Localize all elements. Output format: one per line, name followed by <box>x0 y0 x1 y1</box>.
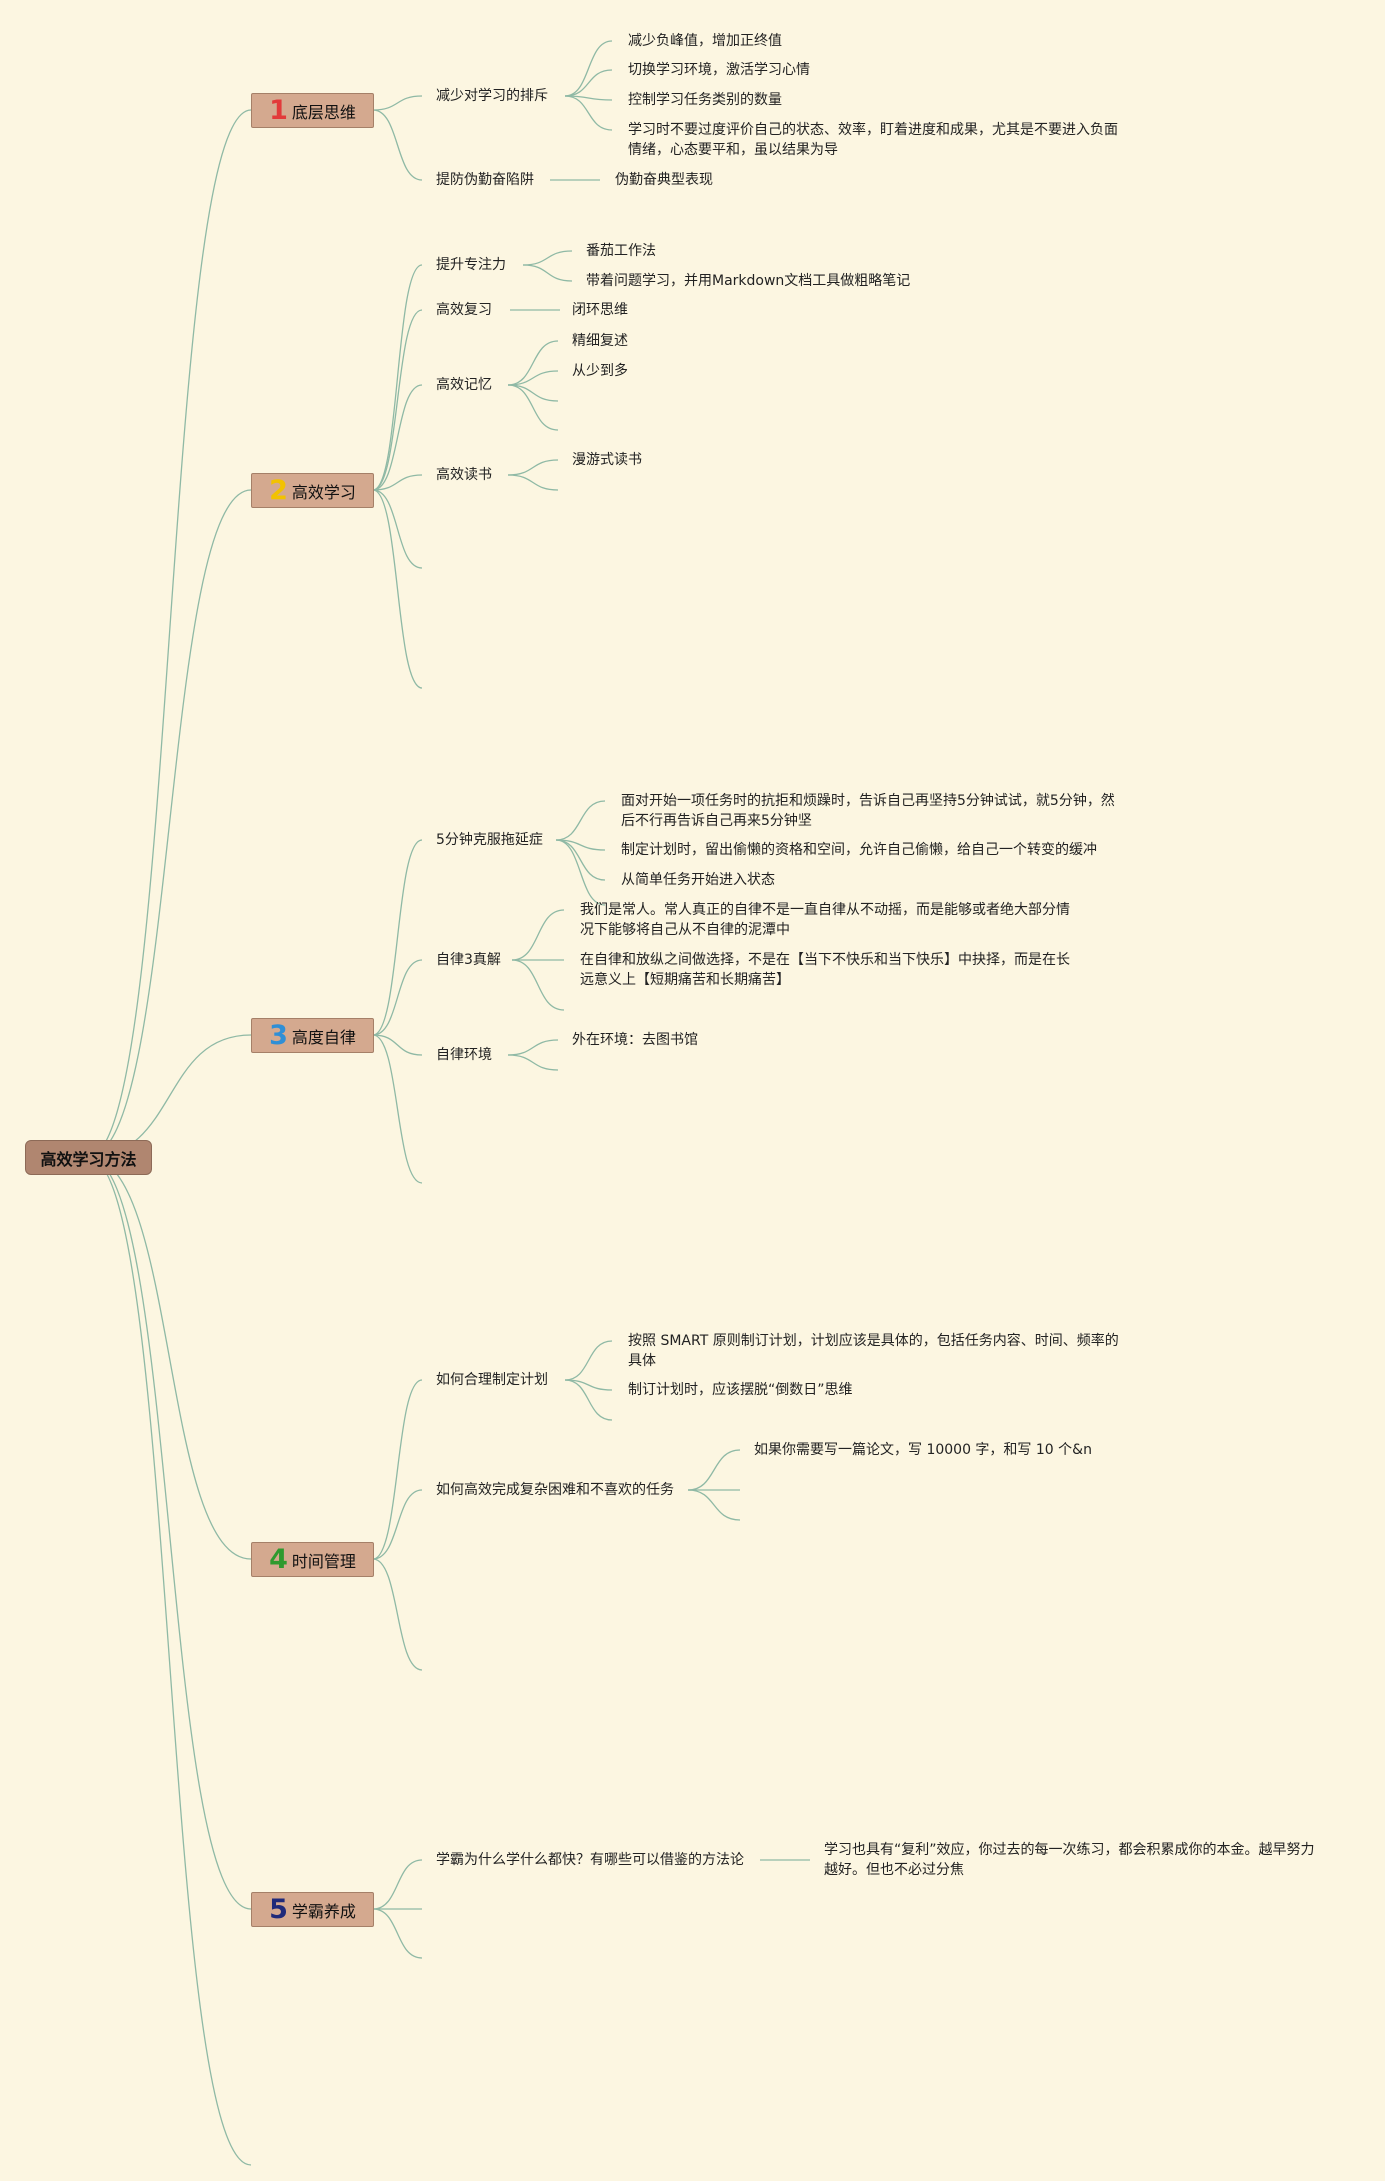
topic-4-1[interactable]: 如何合理制定计划 <box>436 1372 548 1388</box>
leaf-3-2-1[interactable]: 我们是常人。常人真正的自律不是一直自律从不动摇，而是能够或者绝大部分情况下能够将… <box>580 902 1070 938</box>
connector-12 <box>564 95 613 131</box>
topic-3-3[interactable]: 自律环境 <box>436 1047 492 1063</box>
leaf-4-1-1[interactable]: 按照 SMART 原则制订计划，计划应该是具体的，包括任务内容、时间、频率的具体 <box>628 1333 1119 1369</box>
branch-number-1: 1 <box>269 95 288 126</box>
leaf-3-2-2[interactable]: 在自律和放纵之间做选择，不是在【当下不快乐和当下快乐】中抉择，而是在长远意义上【… <box>580 952 1070 988</box>
branch-number-4: 4 <box>269 1544 288 1575</box>
leaf-5-1-1[interactable]: 学习也具有“复利”效应，你过去的每一次练习，都会积累成你的本金。越早努力越好。但… <box>824 1842 1315 1878</box>
leaf-3-1-3[interactable]: 从简单任务开始进入状态 <box>621 872 775 888</box>
leaf-2-1-2[interactable]: 带着问题学习，并用Markdown文档工具做粗略笔记 <box>586 273 911 289</box>
connector-47 <box>564 1379 613 1421</box>
topic-2-4[interactable]: 高效读书 <box>436 467 492 483</box>
connector-14 <box>372 264 423 491</box>
connector-10 <box>564 69 613 97</box>
connector-33 <box>555 800 606 841</box>
connector-19 <box>372 489 423 689</box>
connector-40 <box>507 1039 559 1056</box>
connector-31 <box>372 1034 423 1056</box>
topic-3-1[interactable]: 5分钟克服拖延症 <box>436 832 543 848</box>
connector-43 <box>372 1489 423 1560</box>
topic-3-2[interactable]: 自律3真解 <box>436 952 501 968</box>
leaf-2-2-1[interactable]: 闭环思维 <box>572 302 628 318</box>
leaf-1-1-1[interactable]: 减少负峰值，增加正终值 <box>628 33 782 49</box>
leaf-2-4-1[interactable]: 漫游式读书 <box>572 452 642 468</box>
connector-50 <box>687 1489 741 1521</box>
branch-label-2: 高效学习 <box>291 482 356 502</box>
leaf-4-2-1[interactable]: 如果你需要写一篇论文，写 10000 字，和写 10 个&n <box>754 1442 1092 1458</box>
connector-25 <box>507 384 559 402</box>
branch-label-5: 学霸养成 <box>291 1901 356 1921</box>
leaf-2-3-2[interactable]: 从少到多 <box>572 363 628 379</box>
connector-24 <box>507 370 559 386</box>
connector-16 <box>372 384 423 491</box>
topic-1-1[interactable]: 减少对学习的排斥 <box>436 88 548 104</box>
branch-label-4: 时间管理 <box>291 1551 356 1571</box>
leaf-2-3-1[interactable]: 精细复述 <box>572 333 628 349</box>
topic-2-2[interactable]: 高效复习 <box>436 302 492 318</box>
connector-45 <box>564 1340 613 1381</box>
leaf-4-1-2[interactable]: 制订计划时，应该摆脱“倒数日”思维 <box>628 1382 853 1398</box>
leaf-1-1-2[interactable]: 切换学习环境，激活学习心情 <box>628 62 810 78</box>
connector-15 <box>372 309 423 491</box>
branch-number-2: 2 <box>269 475 288 506</box>
connector-9 <box>564 40 613 97</box>
connector-6 <box>87 1156 252 2166</box>
topic-2-3[interactable]: 高效记忆 <box>436 377 492 393</box>
branch-number-5: 5 <box>269 1894 288 1925</box>
topic-1-2[interactable]: 提防伪勤奋陷阱 <box>436 172 534 188</box>
connector-18 <box>372 489 423 569</box>
branch-label-1: 底层思维 <box>291 102 356 122</box>
connector-20 <box>522 250 573 266</box>
connector-26 <box>507 384 559 431</box>
connector-8 <box>372 109 423 181</box>
connector-51 <box>372 1859 423 1910</box>
leaf-1-1-3[interactable]: 控制学习任务类别的数量 <box>628 92 782 108</box>
connector-5 <box>87 1156 252 1910</box>
connector-21 <box>522 264 573 282</box>
connector-42 <box>372 1379 423 1560</box>
connector-48 <box>687 1449 741 1491</box>
connector-37 <box>511 909 565 961</box>
branch-node-5[interactable]: 5 学霸养成 <box>251 1892 374 1927</box>
leaf-2-1-1[interactable]: 番茄工作法 <box>586 243 656 259</box>
connector-29 <box>372 839 423 1036</box>
connector-41 <box>507 1054 559 1071</box>
root-label: 高效学习方法 <box>40 1149 137 1169</box>
connector-53 <box>372 1908 423 1959</box>
connector-23 <box>507 340 559 386</box>
leaf-1-1-4[interactable]: 学习时不要过度评价自己的状态、效率，盯着进度和成果，尤其是不要进入负面情绪，心态… <box>628 122 1118 158</box>
leaf-3-3-1[interactable]: 外在环境：去图书馆 <box>572 1032 698 1048</box>
branch-node-2[interactable]: 2 高效学习 <box>251 473 374 508</box>
connector-17 <box>372 474 423 491</box>
connector-39 <box>511 959 565 1011</box>
connector-1 <box>87 109 252 1158</box>
branch-number-3: 3 <box>269 1020 288 1051</box>
connector-27 <box>507 459 559 476</box>
branch-node-4[interactable]: 4 时间管理 <box>251 1542 374 1577</box>
topic-4-2[interactable]: 如何高效完成复杂困难和不喜欢的任务 <box>436 1482 674 1498</box>
root-node[interactable]: 高效学习方法 <box>25 1140 152 1175</box>
connector-44 <box>372 1558 423 1671</box>
connector-28 <box>507 474 559 491</box>
branch-label-3: 高度自律 <box>291 1027 356 1047</box>
leaf-1-2-1[interactable]: 伪勤奋典型表现 <box>615 172 713 188</box>
leaf-3-1-2[interactable]: 制定计划时，留出偷懒的资格和空间，允许自己偷懒，给自己一个转变的缓冲 <box>621 842 1097 858</box>
connector-2 <box>87 489 252 1158</box>
connector-32 <box>372 1034 423 1184</box>
connector-4 <box>87 1156 252 1560</box>
connector-30 <box>372 959 423 1036</box>
topic-5-1[interactable]: 学霸为什么学什么都快？有哪些可以借鉴的方法论 <box>436 1852 744 1868</box>
branch-node-1[interactable]: 1 底层思维 <box>251 93 374 128</box>
branch-node-3[interactable]: 3 高度自律 <box>251 1018 374 1053</box>
leaf-3-1-1[interactable]: 面对开始一项任务时的抗拒和烦躁时，告诉自己再坚持5分钟试试，就5分钟，然后不行再… <box>621 793 1115 829</box>
topic-2-1[interactable]: 提升专注力 <box>436 257 506 273</box>
connector-36 <box>555 839 606 906</box>
connector-7 <box>372 95 423 111</box>
